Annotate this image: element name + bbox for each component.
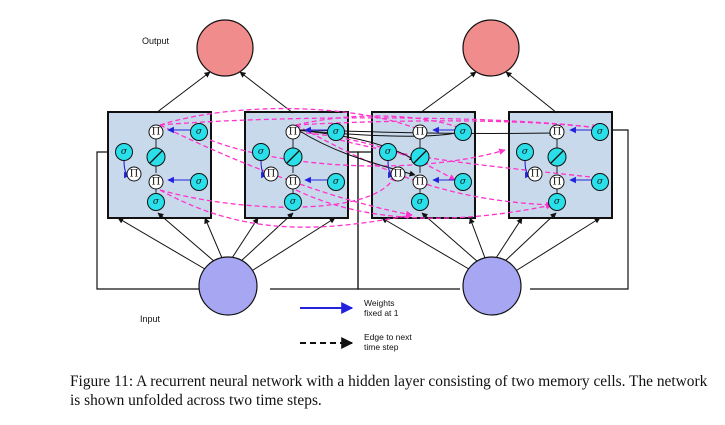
cell-t2-a-input-gate-sigma-label: σ (417, 197, 424, 207)
cell-t2-b-output-gate-sigma (591, 123, 609, 141)
cell-t1-a-forget-multiply (148, 174, 164, 190)
input-loop-right (357, 129, 629, 290)
cell-t1-b-forget-gate-sigma-label: σ (333, 177, 340, 187)
cell-t1-b-memory-slash (286, 150, 300, 164)
inner-cell-edges (155, 138, 558, 196)
cell-t1-b-forget-gate-sigma (327, 173, 345, 191)
input-node-t2 (462, 256, 522, 316)
cell-t1-a-input-multiply-label: Π (130, 169, 139, 180)
cell-t2-a-forget-multiply (412, 174, 428, 190)
cell-t1-a-input-gate-sigma-label: σ (153, 197, 160, 207)
legend-weights-line2: fixed at 1 (364, 308, 399, 318)
cell-t2-b-input-sigma (516, 143, 534, 161)
cell-t1-a-input-sigma (115, 143, 133, 161)
cell-t1-a-forget-multiply-label: Π (152, 177, 161, 188)
cell-t1-a-forget-gate-sigma (190, 173, 208, 191)
cell-t2-b-output-multiply (549, 124, 565, 140)
cell-t1-b-output-multiply (285, 124, 301, 140)
cell-t1-b-output-multiply-label: Π (289, 127, 298, 138)
cell-t2-a-forget-gate-sigma (454, 173, 472, 191)
cell-t1-b-forget-multiply-label: Π (289, 177, 298, 188)
cell-t2-b-forget-multiply-label: Π (553, 177, 562, 188)
cell-t1-a-forget-gate-sigma-label: σ (196, 177, 203, 187)
cell-t2-b-forget-gate-sigma-label: σ (597, 177, 604, 187)
cell-t2-a-output-gate-sigma (454, 123, 472, 141)
cell-t2-a-input-gate-sigma (411, 193, 429, 211)
cell-t2-a-memory-slash (413, 150, 427, 164)
cell-t1-b-input-multiply-label: Π (267, 169, 276, 180)
fixed-weight-edges (123, 126, 595, 184)
cell-t2-b-input-multiply-label: Π (531, 169, 540, 180)
cell-t2-b-input-multiply (527, 166, 543, 182)
cell-t2-b-output-gate-sigma-label: σ (597, 127, 604, 137)
figure-caption: Figure 11: A recurrent neural network wi… (70, 373, 708, 409)
cell-t1-b-input-sigma (252, 143, 270, 161)
cell-t1-b-output-gate-sigma-label: σ (333, 127, 340, 137)
cell-t2-b-input-gate-sigma (548, 193, 566, 211)
legend-weights-line1: Weights (364, 298, 395, 308)
cell-t2-b-input-gate-sigma-label: σ (554, 197, 561, 207)
cell-t1-a-input-sigma-label: σ (121, 147, 128, 157)
cell-t2-b-output-multiply-label: Π (553, 127, 562, 138)
cell-t1-b-input-multiply (263, 166, 279, 182)
cell-t1-a-input-gate-sigma (147, 193, 165, 211)
cell-t2-a-output-multiply-label: Π (416, 127, 425, 138)
cell-t1-a-memory-slash (149, 150, 163, 164)
cell-t2-a-output-multiply (412, 124, 428, 140)
cell-t2-b-input-sigma-label: σ (522, 147, 529, 157)
cell-t2-a-input-sigma-label: σ (385, 147, 392, 157)
cell-t2-a-input-multiply-label: Π (394, 169, 403, 180)
cell-to-output-edges (155, 71, 558, 114)
cell-t1-b-output-gate-sigma (327, 123, 345, 141)
cell-t1-a-output-multiply (148, 124, 164, 140)
cell-t1-b-input-sigma-label: σ (258, 147, 265, 157)
cell-t2-b-forget-multiply (549, 174, 565, 190)
cell-t2-a-output-gate-sigma-label: σ (460, 127, 467, 137)
cell-t2-a-forget-multiply-label: Π (416, 177, 425, 188)
legend-edge-line1: Edge to next (364, 332, 412, 342)
cell-t1-a-output-multiply-label: Π (152, 127, 161, 138)
cell-t1-a-output-gate-sigma (190, 123, 208, 141)
recurrent-edges (159, 107, 601, 228)
cell-t2-a-input-sigma (379, 143, 397, 161)
cell-t1-b-input-gate-sigma (284, 193, 302, 211)
legend-edge-line2: time step (364, 342, 399, 352)
input-node-t1 (198, 256, 258, 316)
input-to-cell-edges (117, 212, 601, 273)
cell-t2-b-forget-gate-sigma (591, 173, 609, 191)
output-label: Output (142, 36, 170, 46)
cell-t2-a-input-multiply (390, 166, 406, 182)
cell-t2-b-memory-slash (550, 150, 564, 164)
output-node-t1 (196, 19, 254, 77)
cell-t1-b-forget-multiply (285, 174, 301, 190)
cell-t1-a-input-multiply (126, 166, 142, 182)
legend: Weights fixed at 1 Edge to next time ste… (300, 298, 412, 352)
output-node-t2 (462, 19, 520, 77)
cell-t2-a-forget-gate-sigma-label: σ (460, 177, 467, 187)
cell-t1-b-input-gate-sigma-label: σ (290, 197, 297, 207)
input-label: Input (140, 314, 161, 324)
cell-t1-a-output-gate-sigma-label: σ (196, 127, 203, 137)
